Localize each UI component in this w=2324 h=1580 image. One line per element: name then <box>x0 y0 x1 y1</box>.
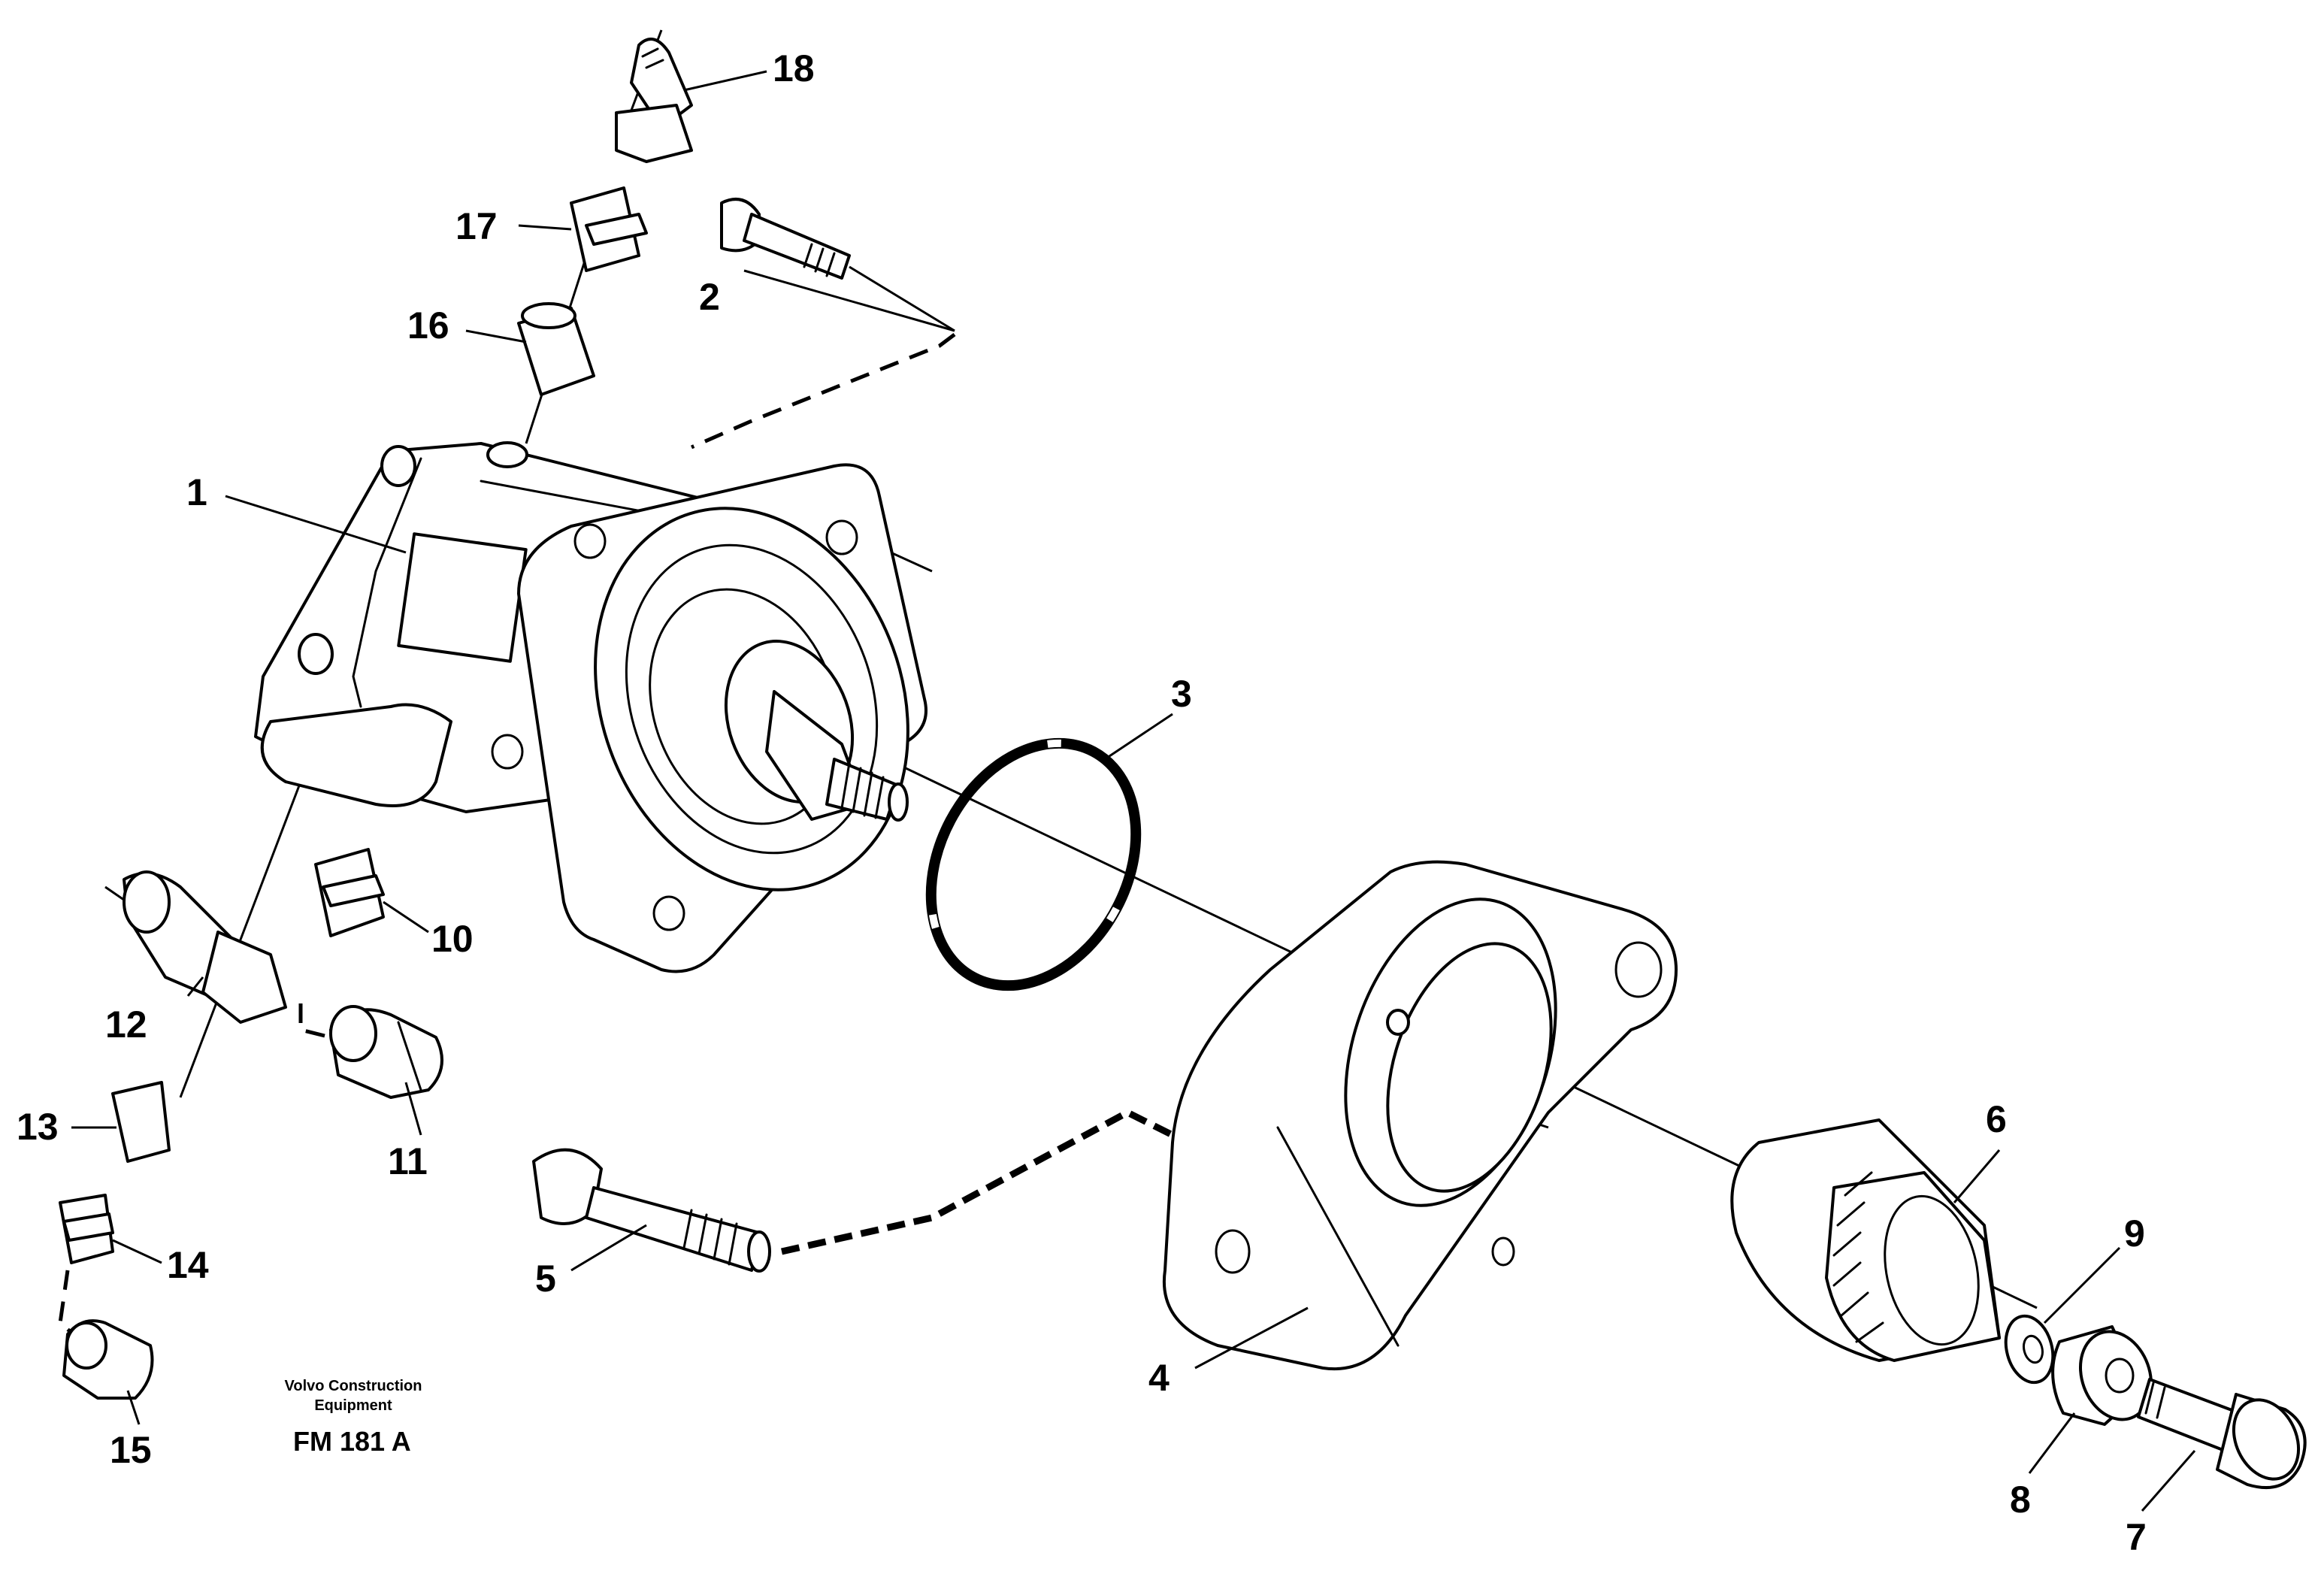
flange-bolt-lower <box>532 1148 771 1273</box>
lock-washer <box>2004 1314 2055 1385</box>
callout-14: 14 <box>167 1244 209 1286</box>
end-screw <box>2137 1378 2307 1490</box>
caption-company-sub: Equipment <box>314 1397 392 1414</box>
callout-5: 5 <box>535 1258 556 1300</box>
callout-8: 8 <box>2010 1479 2031 1521</box>
caption-company: Volvo Construction <box>285 1378 422 1394</box>
callout-7: 7 <box>2126 1516 2147 1558</box>
mounting-flange <box>1162 860 1678 1371</box>
flange-bolt-top <box>720 198 955 332</box>
o-ring <box>925 737 1142 991</box>
callout-18: 18 <box>773 47 815 89</box>
callout-3: 3 <box>1171 673 1192 715</box>
callout-13: 13 <box>17 1106 59 1148</box>
elbow-11 <box>329 1005 443 1099</box>
callout-12: 12 <box>105 1003 147 1046</box>
spline-teeth <box>1832 1171 1884 1343</box>
nipple-14 <box>59 1194 114 1264</box>
shaft-thread <box>840 761 885 819</box>
drawing-code: FM 181 A <box>293 1426 411 1457</box>
callout-17: 17 <box>455 205 498 247</box>
callout-11: 11 <box>388 1140 428 1182</box>
callout-2: 2 <box>699 276 720 318</box>
fitting-12 <box>123 870 287 1024</box>
callout-16: 16 <box>407 304 449 347</box>
hydraulic-motor <box>254 441 927 973</box>
callout-labels: 1 2 3 4 5 6 7 8 9 10 11 12 13 14 15 16 1… <box>17 47 2147 1558</box>
callout-10: 10 <box>431 918 474 960</box>
leader-lines <box>71 70 2196 1512</box>
nipple-17 <box>570 186 648 272</box>
drawing-caption: Volvo Construction Equipment FM 181 A <box>285 1378 422 1457</box>
nipple-13 <box>111 1081 171 1163</box>
spline-coupling <box>1730 1118 2001 1362</box>
callout-15: 15 <box>110 1429 152 1471</box>
adapter-16 <box>517 302 595 396</box>
spacer-bushing <box>2051 1325 2153 1426</box>
callout-1: 1 <box>186 471 207 513</box>
callout-9: 9 <box>2124 1212 2145 1255</box>
hose-elbow-18 <box>615 38 693 163</box>
nipple-10 <box>314 848 385 937</box>
elbow-15 <box>62 1319 154 1400</box>
callout-4: 4 <box>1148 1357 1170 1399</box>
callout-6: 6 <box>1986 1098 2007 1140</box>
